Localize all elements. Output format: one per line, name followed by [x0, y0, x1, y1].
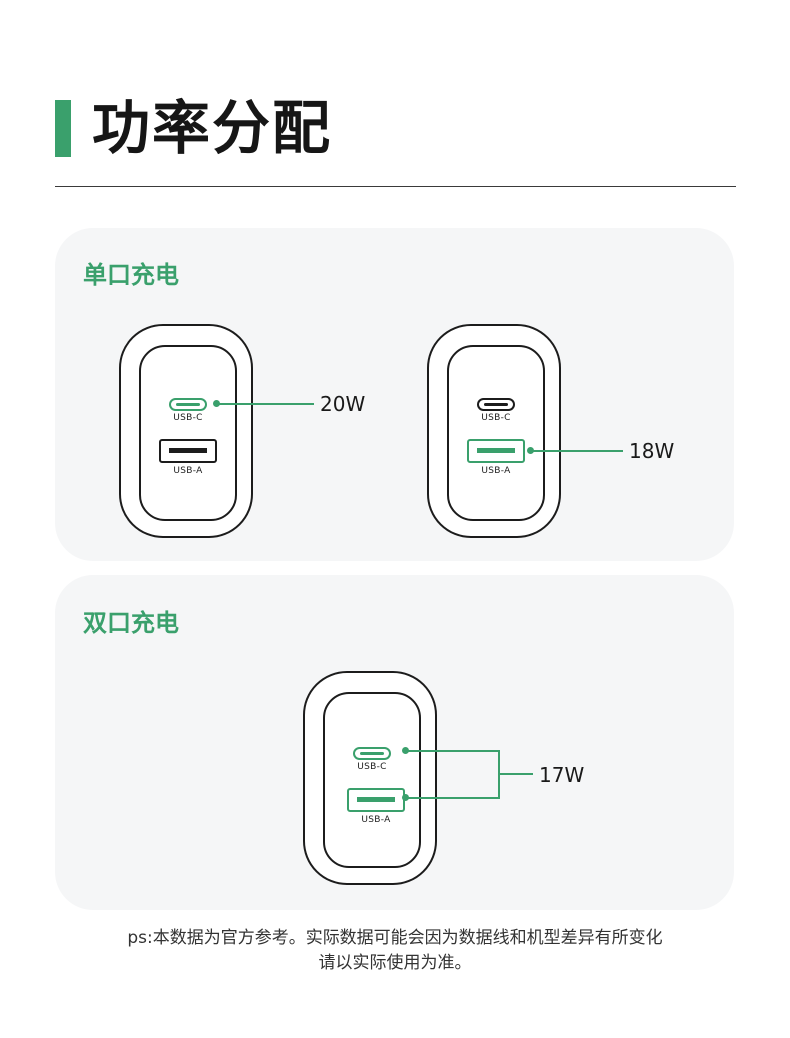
title-divider — [55, 186, 736, 187]
usb-a-port-icon — [467, 439, 525, 463]
usb-a-port-icon — [347, 788, 405, 812]
usb-a-label: USB-A — [361, 815, 391, 825]
charger-dual-active: USB-C USB-A — [303, 671, 437, 885]
charger-usb-c-active: USB-C USB-A — [119, 324, 253, 538]
dual-watt: 17W — [539, 763, 585, 787]
usb-a-line — [406, 797, 500, 799]
dual-port-heading: 双口充电 — [83, 609, 179, 637]
dual-port-card: 双口充电 USB-C USB-A 17W — [55, 575, 734, 910]
usb-a-single-watt: 18W — [629, 439, 675, 463]
footnote-line-2: 请以实际使用为准。 — [318, 953, 472, 973]
usb-c-port-icon — [353, 747, 391, 760]
usb-a-port-icon — [159, 439, 217, 463]
usb-c-label: USB-C — [357, 762, 387, 772]
title-accent-bar — [55, 100, 71, 157]
connector-dot — [402, 794, 409, 801]
usb-c-single-watt: 20W — [320, 392, 366, 416]
footnote-line-1: ps:本数据为官方参考。实际数据可能会因为数据线和机型差异有所变化 — [127, 928, 663, 948]
page-title: 功率分配 — [92, 94, 333, 162]
callout-line — [531, 450, 623, 452]
usb-c-line — [406, 750, 500, 752]
usb-a-label: USB-A — [173, 466, 203, 476]
charger-faceplate: USB-C USB-A — [447, 345, 545, 521]
single-port-heading: 单口充电 — [83, 261, 179, 289]
callout-line — [217, 403, 314, 405]
usb-c-port-icon — [169, 398, 207, 411]
charger-faceplate: USB-C USB-A — [139, 345, 237, 521]
charger-usb-a-active: USB-C USB-A — [427, 324, 561, 538]
connector-dot — [213, 400, 220, 407]
callout-line — [498, 773, 533, 775]
usb-c-port-icon — [477, 398, 515, 411]
usb-c-label: USB-C — [173, 413, 203, 423]
connector-dot — [527, 447, 534, 454]
connector-dot — [402, 747, 409, 754]
usb-c-label: USB-C — [481, 413, 511, 423]
usb-a-label: USB-A — [481, 466, 511, 476]
single-port-card: 单口充电 USB-C USB-A 20W USB-C USB-A 18W — [55, 228, 734, 561]
charger-faceplate: USB-C USB-A — [323, 692, 421, 868]
